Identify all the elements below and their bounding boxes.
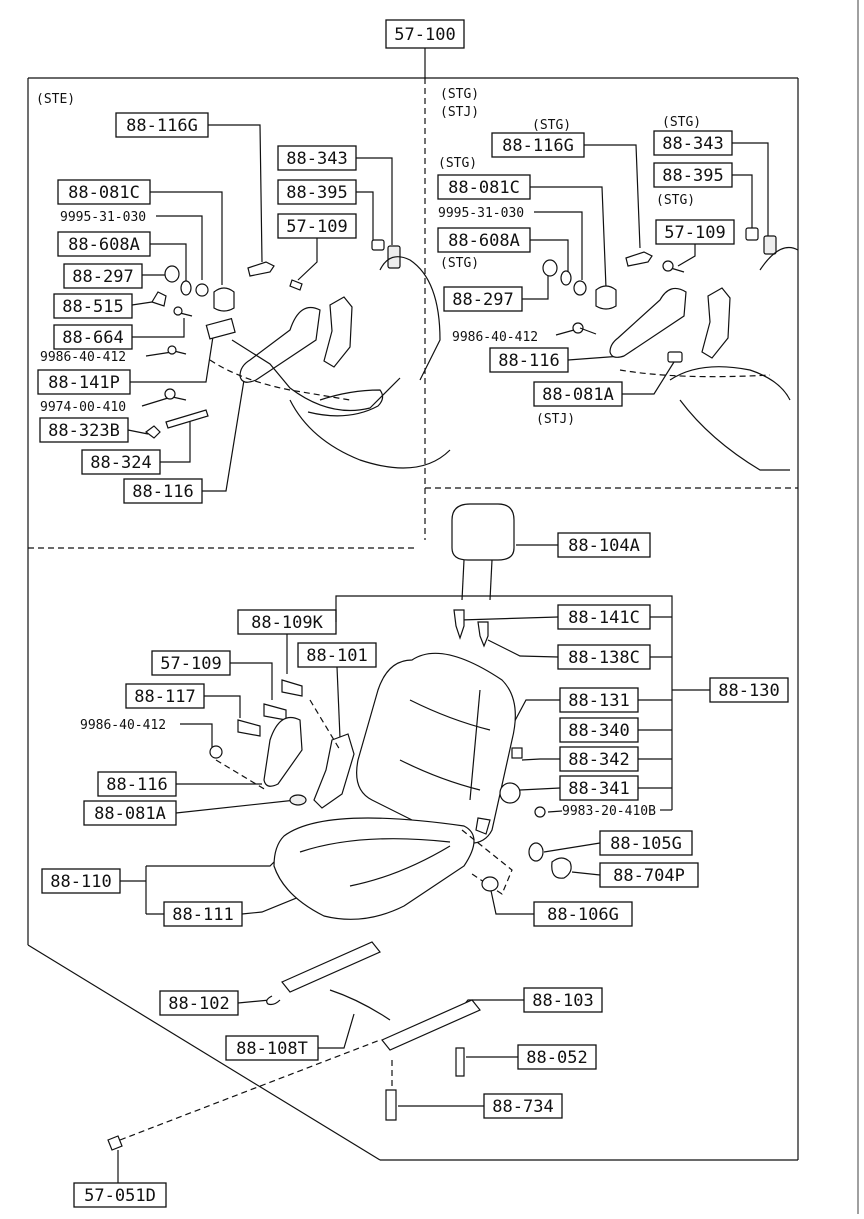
label-88-104A: 88-104A: [568, 536, 640, 556]
label-88-108T: 88-108T: [236, 1039, 308, 1059]
label-88-138C: 88-138C: [568, 648, 640, 668]
label-88-141C: 88-141C: [568, 608, 640, 628]
label-88-395: 88-395: [286, 183, 347, 203]
label-57-109-stg: 57-109: [664, 223, 725, 243]
main-parts: [107, 503, 572, 1151]
label-88-734: 88-734: [492, 1097, 553, 1117]
title-box: [385, 19, 465, 49]
label-9995-31-030: 9995-31-030: [60, 210, 146, 225]
main-callouts: 88-104A 88-109K 88-141C 88-138C 57-109 8…: [41, 532, 789, 1208]
label-88-081A-main: 88-081A: [94, 804, 166, 824]
label-88-608A-stg: 88-608A: [448, 231, 520, 251]
section-stg: (STG): [440, 87, 479, 102]
label-88-323B: 88-323B: [48, 421, 120, 441]
label-88-297: 88-297: [72, 267, 133, 287]
label-88-109K: 88-109K: [251, 613, 323, 633]
label-88-116-stg: 88-116: [498, 351, 559, 371]
label-88-343-stg: 88-343: [662, 134, 723, 154]
section-ste: (STE): [36, 92, 75, 107]
label-88-117: 88-117: [134, 687, 195, 707]
label-57-051D: 57-051D: [84, 1186, 156, 1206]
label-88-102: 88-102: [168, 994, 229, 1014]
label-9986-40-412: 9986-40-412: [40, 350, 126, 365]
label-88-116-ste: 88-116: [132, 482, 193, 502]
tag-stg-608A: (STG): [440, 256, 479, 271]
label-88-343: 88-343: [286, 149, 347, 169]
tag-stj-081A: (STJ): [536, 412, 575, 427]
stg-callouts: (STG) 88-116G (STG) 88-343 (STG) 88-081C…: [437, 115, 769, 427]
label-88-608A: 88-608A: [68, 235, 140, 255]
label-88-106G: 88-106G: [547, 905, 619, 925]
label-9995-31-030-stg: 9995-31-030: [438, 206, 524, 221]
label-88-664: 88-664: [62, 328, 123, 348]
label-88-081A-stg: 88-081A: [542, 385, 614, 405]
tag-stg-395: (STG): [656, 193, 695, 208]
label-88-052: 88-052: [526, 1048, 587, 1068]
label-88-111: 88-111: [172, 905, 233, 925]
label-88-116G-stg: 88-116G: [502, 136, 574, 156]
frame-lines: [27, 0, 859, 1214]
label-88-297-stg: 88-297: [452, 290, 513, 310]
label-9974-00-410: 9974-00-410: [40, 400, 126, 415]
ste-callouts: 88-116G 88-343 88-395 88-081C 9995-31-03…: [37, 112, 393, 504]
label-88-130: 88-130: [718, 681, 779, 701]
section-stj: (STJ): [440, 105, 479, 120]
label-88-081C: 88-081C: [68, 183, 140, 203]
label-9983-20-410B: 9983-20-410B: [562, 804, 656, 819]
title-code: 57-100: [394, 25, 455, 45]
label-88-515: 88-515: [62, 297, 123, 317]
label-57-109: 57-109: [286, 217, 347, 237]
label-9986-40-412-main: 9986-40-412: [80, 718, 166, 733]
label-88-341: 88-341: [568, 779, 629, 799]
label-88-101: 88-101: [306, 646, 367, 666]
label-88-141P: 88-141P: [48, 373, 120, 393]
label-88-324: 88-324: [90, 453, 151, 473]
label-88-116-main: 88-116: [106, 775, 167, 795]
label-88-116G: 88-116G: [126, 116, 198, 136]
ste-parts: [145, 239, 451, 469]
label-88-105G: 88-105G: [610, 834, 682, 854]
label-57-109-main: 57-109: [160, 654, 221, 674]
label-88-081C-stg: 88-081C: [448, 178, 520, 198]
label-88-110: 88-110: [50, 872, 111, 892]
tag-stg-116G: (STG): [532, 118, 571, 133]
tag-stg-081C: (STG): [438, 156, 477, 171]
tag-stg-343: (STG): [662, 115, 701, 130]
label-9986-40-412-stg: 9986-40-412: [452, 330, 538, 345]
label-88-131: 88-131: [568, 691, 629, 711]
label-88-103: 88-103: [532, 991, 593, 1011]
label-88-395-stg: 88-395: [662, 166, 723, 186]
stg-parts: [542, 227, 799, 471]
label-88-704P: 88-704P: [613, 866, 685, 886]
label-88-340: 88-340: [568, 721, 629, 741]
label-88-342: 88-342: [568, 750, 629, 770]
